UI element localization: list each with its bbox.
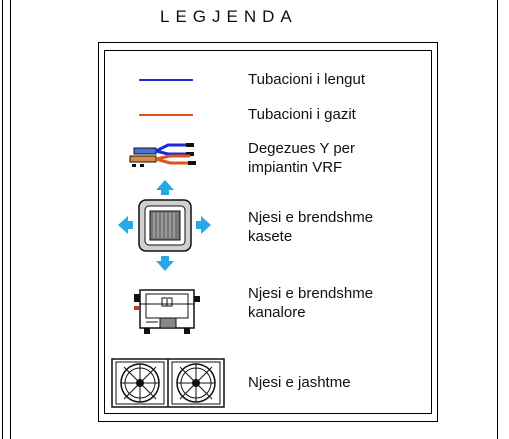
legend-label-outdoor: Njesi e jashtme bbox=[248, 374, 351, 391]
y-branch-joint-icon bbox=[129, 143, 196, 167]
outdoor-unit-icon bbox=[111, 358, 225, 408]
legend-label-gas-pipe: Tubacioni i gazit bbox=[248, 106, 356, 123]
legend-title: LEGJENDA bbox=[160, 7, 298, 26]
fan-right-icon bbox=[171, 361, 221, 405]
legend-label-cassette: Njesi e brendshme kasete bbox=[248, 209, 374, 245]
cassette-unit-icon bbox=[118, 180, 211, 271]
liquid-pipe-line-icon bbox=[139, 79, 193, 81]
left-border-line-inner bbox=[10, 0, 11, 439]
legend-label-ducted: Njesi e brendshme kanalore bbox=[248, 285, 374, 321]
legend-label-liquid-pipe: Tubacioni i lengut bbox=[248, 71, 366, 88]
left-border-line bbox=[2, 0, 3, 439]
fan-left-icon bbox=[115, 361, 165, 405]
arrow-right-icon bbox=[196, 216, 211, 234]
arrow-left-icon bbox=[118, 216, 133, 234]
arrow-up-icon bbox=[156, 180, 174, 195]
ducted-unit-icon bbox=[134, 289, 200, 334]
gas-pipe-line-icon bbox=[139, 114, 193, 116]
arrow-down-icon bbox=[156, 256, 174, 271]
legend-inner-frame bbox=[104, 50, 432, 414]
legend-outer-frame bbox=[98, 42, 438, 422]
right-border-line bbox=[497, 0, 498, 439]
legend-label-y-branch: Degezues Y per impiantin VRF bbox=[248, 140, 356, 176]
